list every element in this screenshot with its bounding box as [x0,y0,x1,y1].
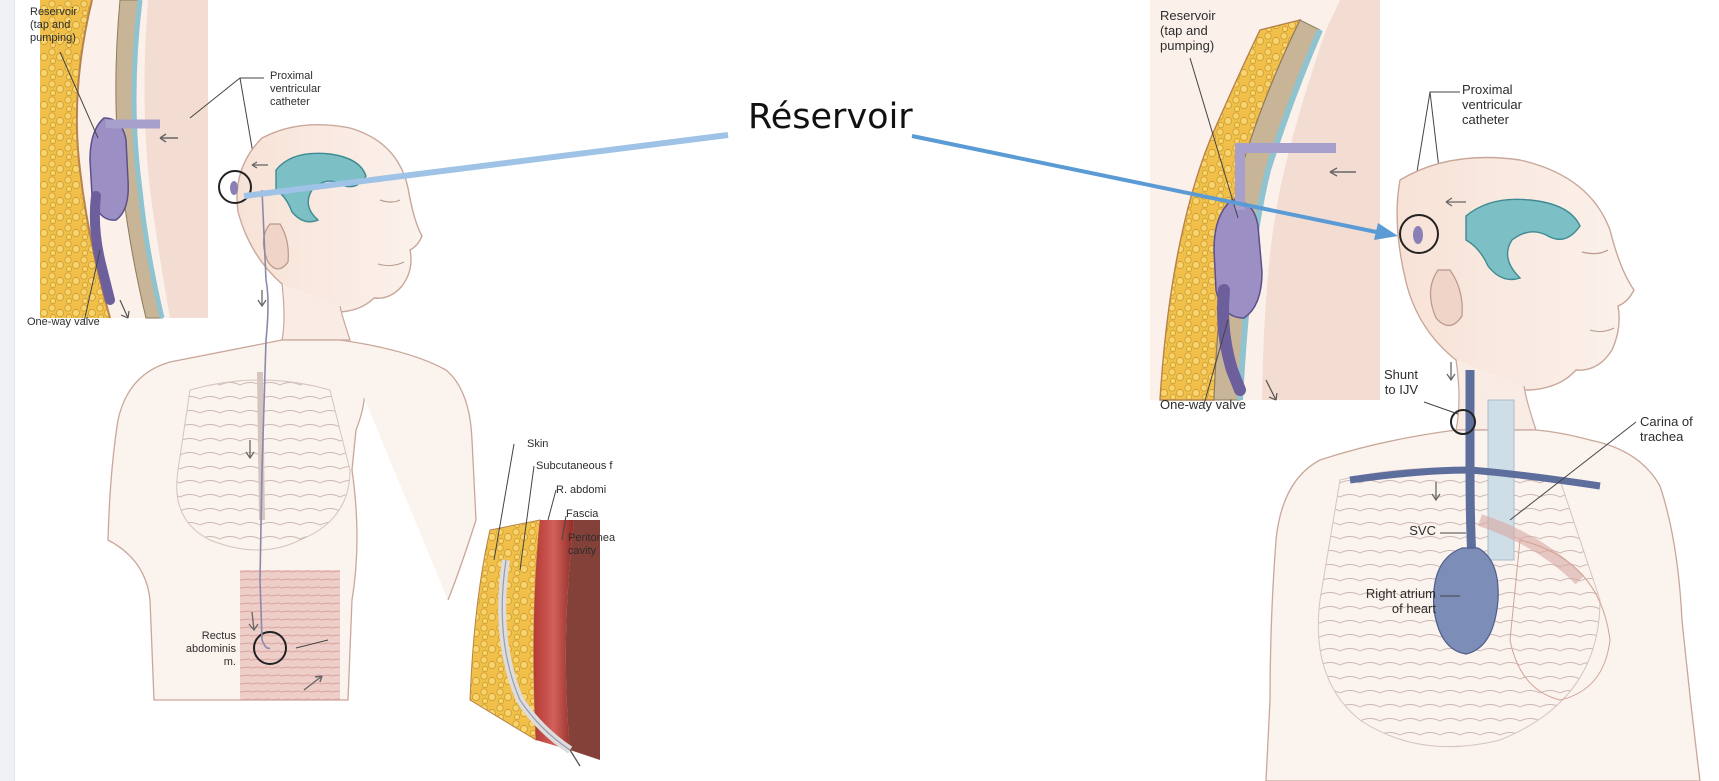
right-figure [1150,0,1700,781]
left-label-one-way-valve: One-way valve [27,316,100,329]
left-inset-section [40,0,208,318]
left-figure [40,0,600,766]
right-inset-section [1150,0,1380,400]
right-label-svc: SVC [1380,524,1436,537]
left-label-subcutaneous: Subcutaneous f [536,460,612,473]
left-label-proximal-catheter: Proximal ventricular catheter [270,70,321,109]
left-label-reservoir: Reservoir (tap and pumping) [30,6,77,45]
left-label-r-abdominis: R. abdomi [556,484,606,497]
left-rectus-muscle [240,570,340,700]
right-label-proximal-catheter: Proximal ventricular catheter [1462,82,1522,127]
right-label-reservoir: Reservoir (tap and pumping) [1160,8,1216,53]
left-label-rectus-abdominis: Rectus abdominis m. [160,630,236,669]
right-label-one-way-valve: One-way valve [1160,398,1246,411]
left-label-fascia: Fascia [566,508,598,521]
right-pointer-arrowhead [1374,223,1398,240]
right-label-carina: Carina of trachea [1640,414,1693,444]
left-label-peritoneal-cavity: Peritonea cavity [568,532,615,558]
reservoir-callout-label: Réservoir [748,97,913,137]
left-label-skin: Skin [527,438,548,451]
right-label-shunt-ijv: Shunt to IJV [1352,367,1418,397]
right-label-right-atrium: Right atrium of heart [1320,586,1436,616]
